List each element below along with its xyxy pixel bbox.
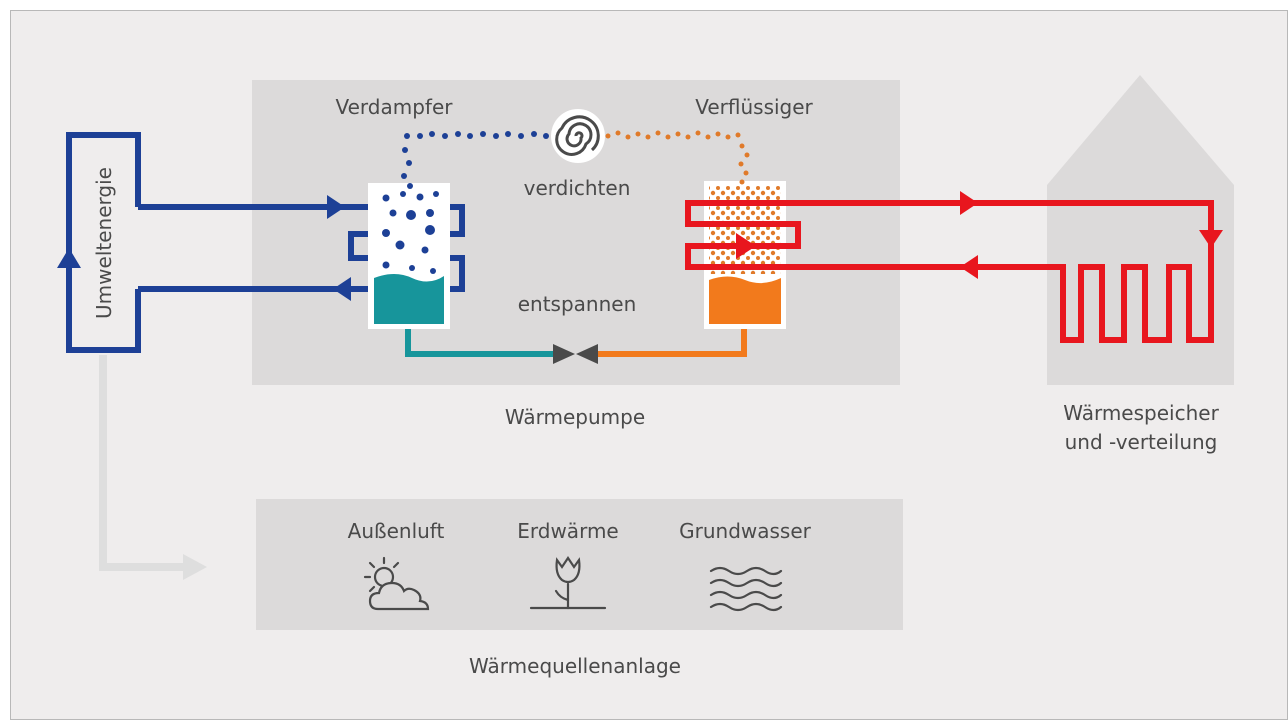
compressor-icon (551, 109, 605, 163)
environment-loop (66, 132, 465, 353)
heat-pump-label: Wärmepumpe (505, 405, 645, 429)
tulip-icon (529, 556, 607, 610)
heating-loop (685, 200, 1214, 343)
source-arrow (99, 355, 207, 580)
waves-icon (709, 566, 783, 612)
arrow-in-icon (327, 195, 345, 219)
arrow-right-icon (960, 191, 978, 215)
arrow-inner-icon (736, 233, 756, 259)
arrow-down-icon (1199, 230, 1223, 248)
arrow-left-icon (333, 277, 351, 301)
vapor-line-cold (401, 131, 549, 189)
storage-label-line2: und -verteilung (1065, 430, 1218, 454)
environment-label: Umweltenergie (92, 167, 116, 319)
condenser-label: Verflüssiger (695, 95, 813, 119)
source-label-air: Außenluft (348, 519, 445, 543)
evaporator-vessel (368, 183, 450, 329)
expand-label: entspannen (518, 292, 637, 316)
storage-label-line1: Wärmespeicher (1063, 401, 1219, 425)
source-label-water: Grundwasser (679, 519, 812, 543)
vapor-line-hot (605, 130, 750, 185)
sun-cloud-icon (363, 556, 430, 611)
arrow-up-icon (57, 248, 81, 268)
refrigerant-pipe-hot (588, 328, 747, 357)
source-label-earth: Erdwärme (517, 519, 618, 543)
expansion-valve-icon (553, 344, 598, 364)
source-plant-label: Wärmequellenanlage (469, 654, 681, 678)
refrigerant-pipe-cold (405, 328, 562, 357)
arrow-left-icon (960, 255, 978, 279)
evaporator-label: Verdampfer (335, 95, 453, 119)
compress-label: verdichten (524, 176, 631, 200)
